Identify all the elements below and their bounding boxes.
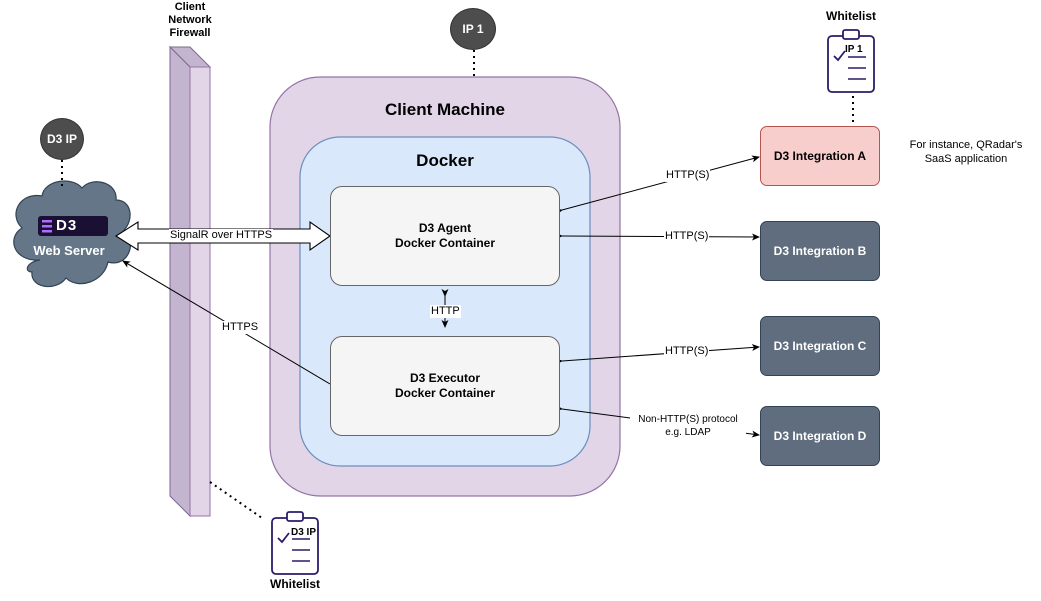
whitelist-top-clipboard-icon — [827, 29, 875, 93]
d3-integration-b: D3 Integration B — [760, 221, 880, 281]
firewall-label-line1: Client — [174, 1, 206, 13]
d3-executor-container: D3 Executor Docker Container — [330, 336, 560, 436]
d3-agent-container: D3 Agent Docker Container — [330, 186, 560, 286]
https-label: HTTPS — [221, 321, 260, 334]
firewall-label-line2: Network — [168, 14, 212, 26]
non-http-label-line1: Non-HTTP(S) protocol — [638, 414, 738, 425]
edge-agent-integration-b — [554, 232, 760, 241]
client-machine-title: Client Machine — [385, 100, 505, 119]
firewall-label: Client Network Firewall — [150, 1, 230, 40]
http-a-label: HTTP(S) — [665, 169, 711, 182]
whitelist-bottom-dotted-connector — [209, 481, 263, 519]
docker-title: Docker — [416, 151, 474, 170]
d3-logo-icon — [38, 216, 108, 236]
edge-executor-integration-c — [554, 344, 760, 365]
http-b-label: HTTP(S) — [664, 230, 710, 243]
agent-subtitle: Docker Container — [394, 236, 496, 250]
ip1-badge: IP 1 — [450, 8, 496, 50]
whitelist-top-entry: IP 1 — [845, 44, 863, 55]
agent-title: D3 Agent — [418, 221, 472, 235]
firewall-wall — [168, 45, 212, 518]
d3-integration-d: D3 Integration D — [760, 406, 880, 466]
whitelist-top-title: Whitelist — [826, 9, 876, 23]
executor-subtitle: Docker Container — [394, 386, 496, 400]
whitelist-bottom-entry: D3 IP — [291, 527, 317, 538]
non-http-label: Non-HTTP(S) protocol e.g. LDAP — [630, 413, 746, 439]
whitelist-bottom-clipboard-icon — [271, 511, 319, 575]
qradar-note: For instance, QRadar's SaaS application — [896, 138, 1036, 166]
qradar-note-line2: SaaS application — [924, 153, 1008, 165]
web-server-label: Web Server — [33, 243, 105, 258]
edge-agent-integration-a — [554, 155, 760, 216]
d3-integration-a: D3 Integration A — [760, 126, 880, 186]
executor-title: D3 Executor — [409, 371, 481, 385]
signalr-label: SignalR over HTTPS — [169, 229, 274, 242]
non-http-label-line2: e.g. LDAP — [665, 427, 711, 438]
d3-integration-c: D3 Integration C — [760, 316, 880, 376]
d3-logo-text: D3 — [56, 217, 78, 234]
firewall-label-line3: Firewall — [169, 27, 211, 39]
whitelist-bottom-title: Whitelist — [270, 577, 320, 591]
http-internal-label: HTTP — [430, 305, 461, 318]
d3ip-badge: D3 IP — [40, 118, 84, 160]
http-c-label: HTTP(S) — [664, 345, 710, 358]
qradar-note-line1: For instance, QRadar's — [909, 139, 1023, 151]
